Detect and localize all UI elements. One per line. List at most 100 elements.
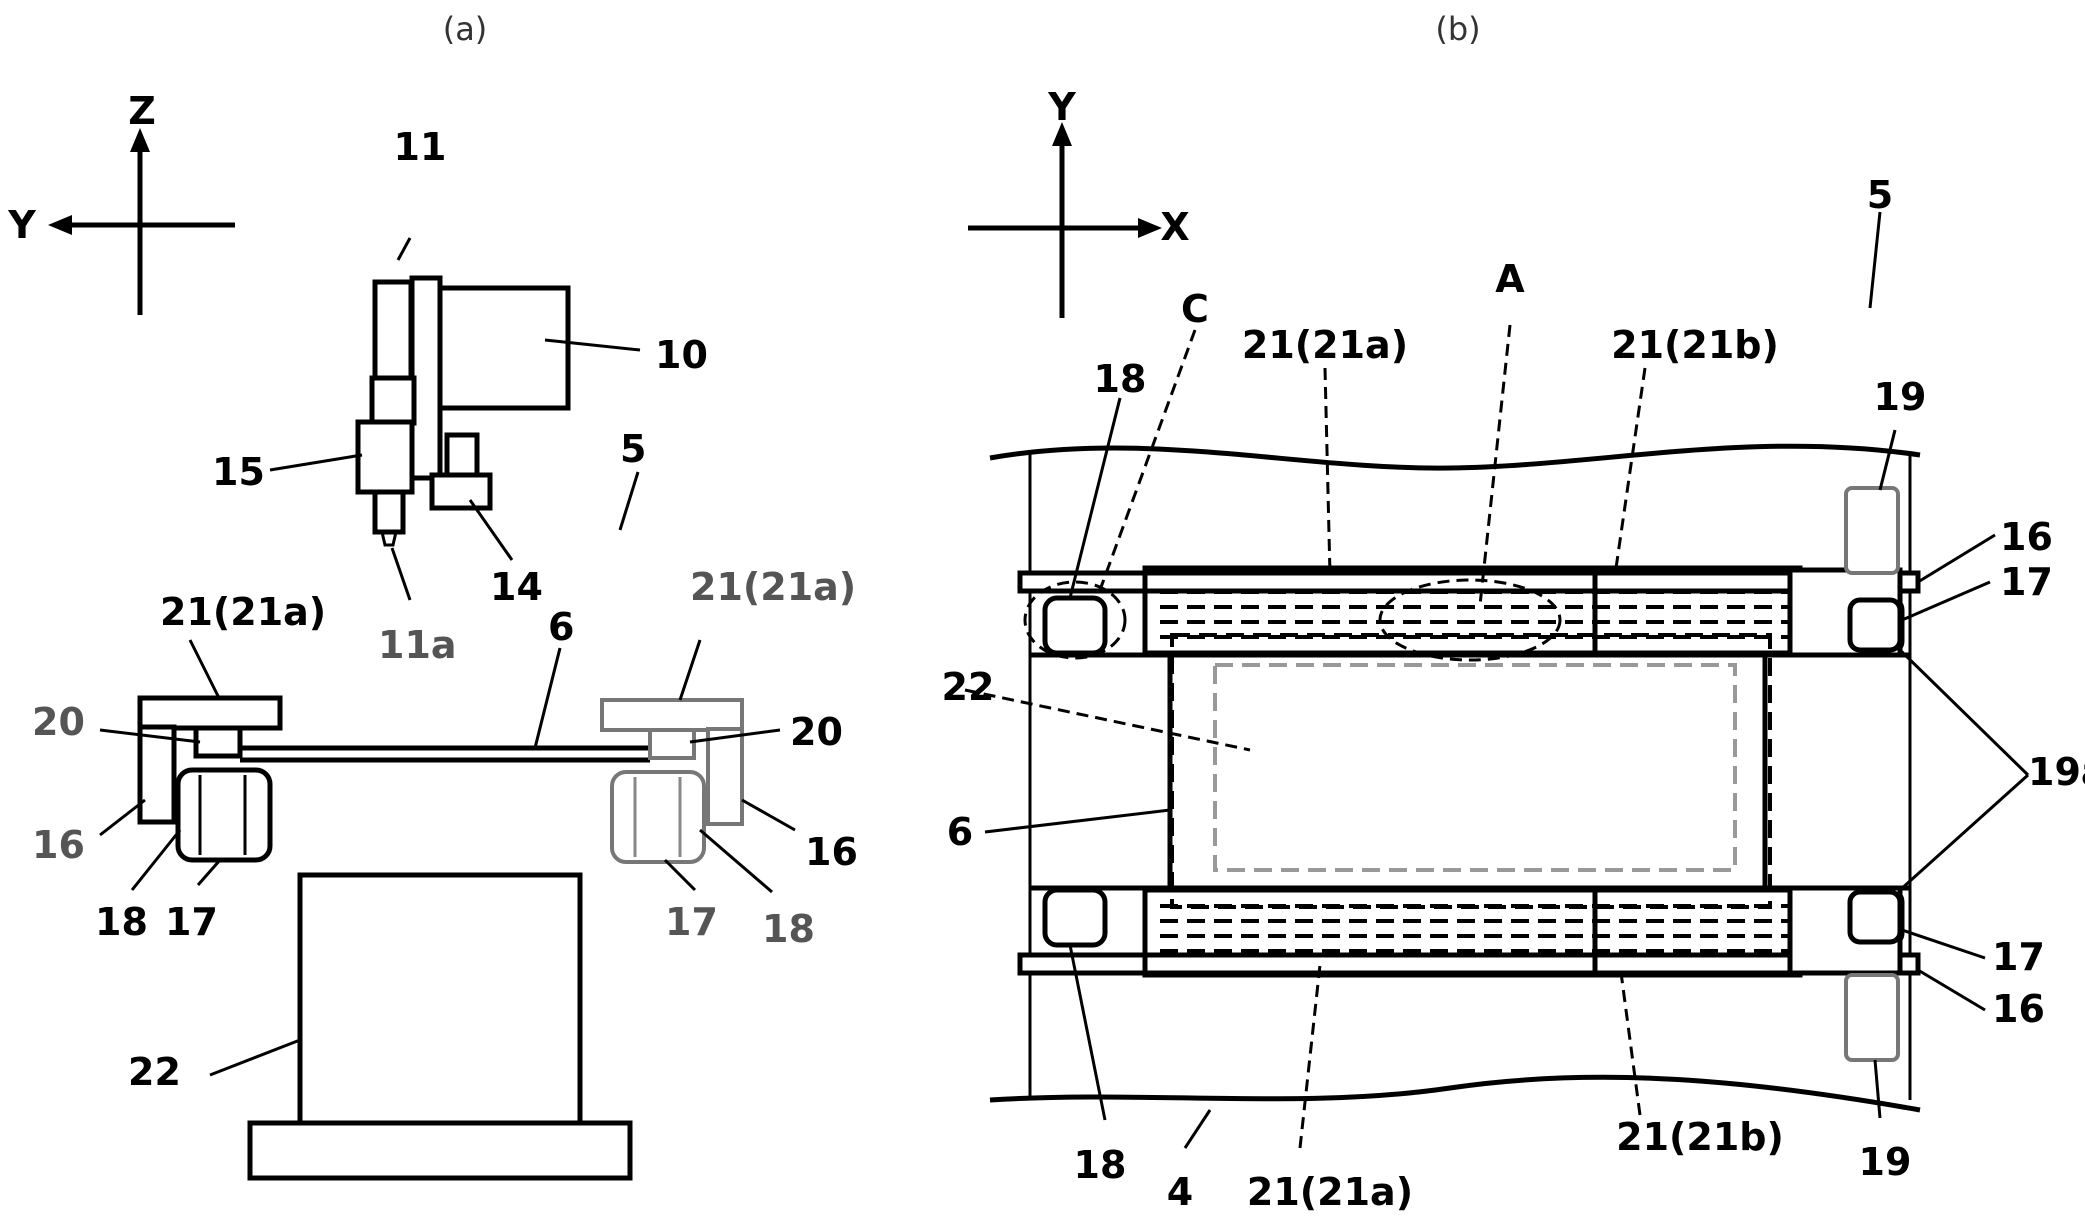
leader-10 (544, 338, 641, 352)
leader-14 (468, 499, 514, 561)
leader-16-bot (1917, 968, 1986, 1012)
label-18-top: 18 (1094, 357, 1147, 401)
label-18-left: 18 (95, 900, 148, 944)
motors-19 (1844, 486, 1900, 1062)
leader-18-left (130, 829, 182, 891)
leader-15 (269, 453, 363, 472)
conveyor-rails (1017, 565, 1921, 978)
label-22: 22 (128, 1050, 181, 1094)
guide-block-20-right (648, 728, 696, 760)
guide-block-20-left (193, 725, 243, 759)
board-outline (1170, 633, 1772, 909)
panel-a-leader-lines (99, 237, 796, 1077)
label-16-bot: 16 (1992, 987, 2045, 1031)
side-frame-16-bottom (1017, 952, 1921, 976)
label-22-b: 22 (942, 665, 995, 709)
label-6: 6 (548, 605, 574, 649)
leader-6 (533, 647, 562, 749)
rail-cover-21a-left (137, 695, 283, 731)
panel-b-labels: 5 C A 18 21(21a) 21(21b) 19 16 17 22 19a… (942, 173, 2085, 1214)
backup-block (297, 872, 583, 1128)
y-axis-label: Y (7, 203, 36, 247)
label-17-left: 17 (165, 900, 218, 944)
label-21b-bot: 21(21b) (1616, 1115, 1784, 1159)
leader-20-right (689, 728, 781, 744)
leader-5 (618, 471, 640, 531)
nozzle-tip-body (372, 489, 406, 535)
mounting-head-unit (355, 275, 571, 547)
leader-18-right (699, 828, 773, 894)
label-17-bot: 17 (1992, 935, 2045, 979)
leader-18-top (1068, 397, 1122, 599)
leader-19a-1 (1898, 648, 2030, 777)
leader-21a-top (1323, 367, 1332, 576)
camera-upper-14 (444, 432, 480, 478)
label-5-b: 5 (1867, 173, 1893, 217)
panel-b-caption: (b) (1435, 10, 1480, 48)
panel-a-caption: (a) (443, 10, 488, 48)
z-axis-arrowhead (130, 128, 150, 152)
leader-11 (396, 237, 412, 261)
panel-b: (b) Y X (942, 10, 2085, 1214)
leader-4 (1183, 1109, 1212, 1149)
y-axis-label-b: Y (1047, 85, 1076, 129)
leader-22 (209, 1038, 301, 1077)
leader-17-bot (1901, 928, 1986, 960)
x-axis-arrowhead-b (1138, 218, 1162, 238)
label-15: 15 (212, 450, 265, 494)
leader-21b-top (1613, 367, 1647, 576)
label-21a-bot: 21(21a) (1247, 1170, 1413, 1214)
board-6-top-view (1167, 633, 1772, 909)
region-A-marker (1378, 578, 1562, 662)
leader-5-b (1868, 211, 1882, 309)
leader-6-b (984, 808, 1171, 834)
label-5: 5 (620, 427, 646, 471)
nozzle-shaft-upper (372, 279, 414, 385)
label-4: 4 (1167, 1170, 1193, 1214)
leader-19a-2 (1898, 773, 2030, 892)
label-19-top: 19 (1874, 375, 1927, 419)
label-17-top: 17 (2000, 560, 2053, 604)
leader-16-top (1917, 533, 1996, 584)
pulley-17-bottom (1847, 889, 1903, 945)
label-16-right: 16 (805, 830, 858, 874)
x-axis-label-b: X (1160, 205, 1189, 249)
label-11a: 11a (378, 623, 457, 667)
label-18-bot: 18 (1074, 1143, 1127, 1187)
motor-19-bottom (1844, 973, 1900, 1062)
label-20-right: 20 (790, 710, 843, 754)
backup-unit-22 (247, 872, 633, 1181)
panel-a-axes: Z Y (7, 89, 235, 315)
backup-base (247, 1120, 633, 1181)
leader-20-left (99, 728, 201, 744)
panel-a: (a) Z Y (7, 10, 858, 1181)
break-line-top (989, 443, 1921, 471)
leader-17-top (1901, 580, 1991, 622)
nozzle-shaft-middle (369, 375, 417, 426)
leader-16-right (741, 798, 796, 832)
leader-22-b (964, 688, 1251, 752)
label-16-left: 16 (32, 823, 85, 867)
side-frame-16-right (706, 727, 744, 826)
leader-16-left (99, 798, 146, 837)
label-A: A (1495, 257, 1525, 301)
leader-21b-bot (1618, 964, 1642, 1116)
head-body-10 (437, 285, 571, 411)
backup-22-outline (1213, 663, 1737, 872)
label-14: 14 (490, 565, 543, 609)
label-16-top: 16 (2000, 515, 2053, 559)
side-frame-16-left (137, 724, 177, 825)
base-4-break-lines (989, 443, 1921, 1113)
label-19a: 19a (2028, 750, 2085, 794)
label-21a-left: 21(21a) (160, 590, 326, 634)
label-21a-top: 21(21a) (1242, 323, 1408, 367)
pulley-18-top-left (1042, 595, 1108, 656)
label-20-left: 20 (32, 700, 85, 744)
z-axis-label: Z (128, 89, 156, 133)
head-block-15 (355, 419, 415, 495)
label-10: 10 (655, 333, 708, 377)
y-axis-arrowhead-b (1052, 122, 1072, 146)
label-6-b: 6 (947, 810, 973, 854)
leader-18-bot (1068, 944, 1107, 1121)
